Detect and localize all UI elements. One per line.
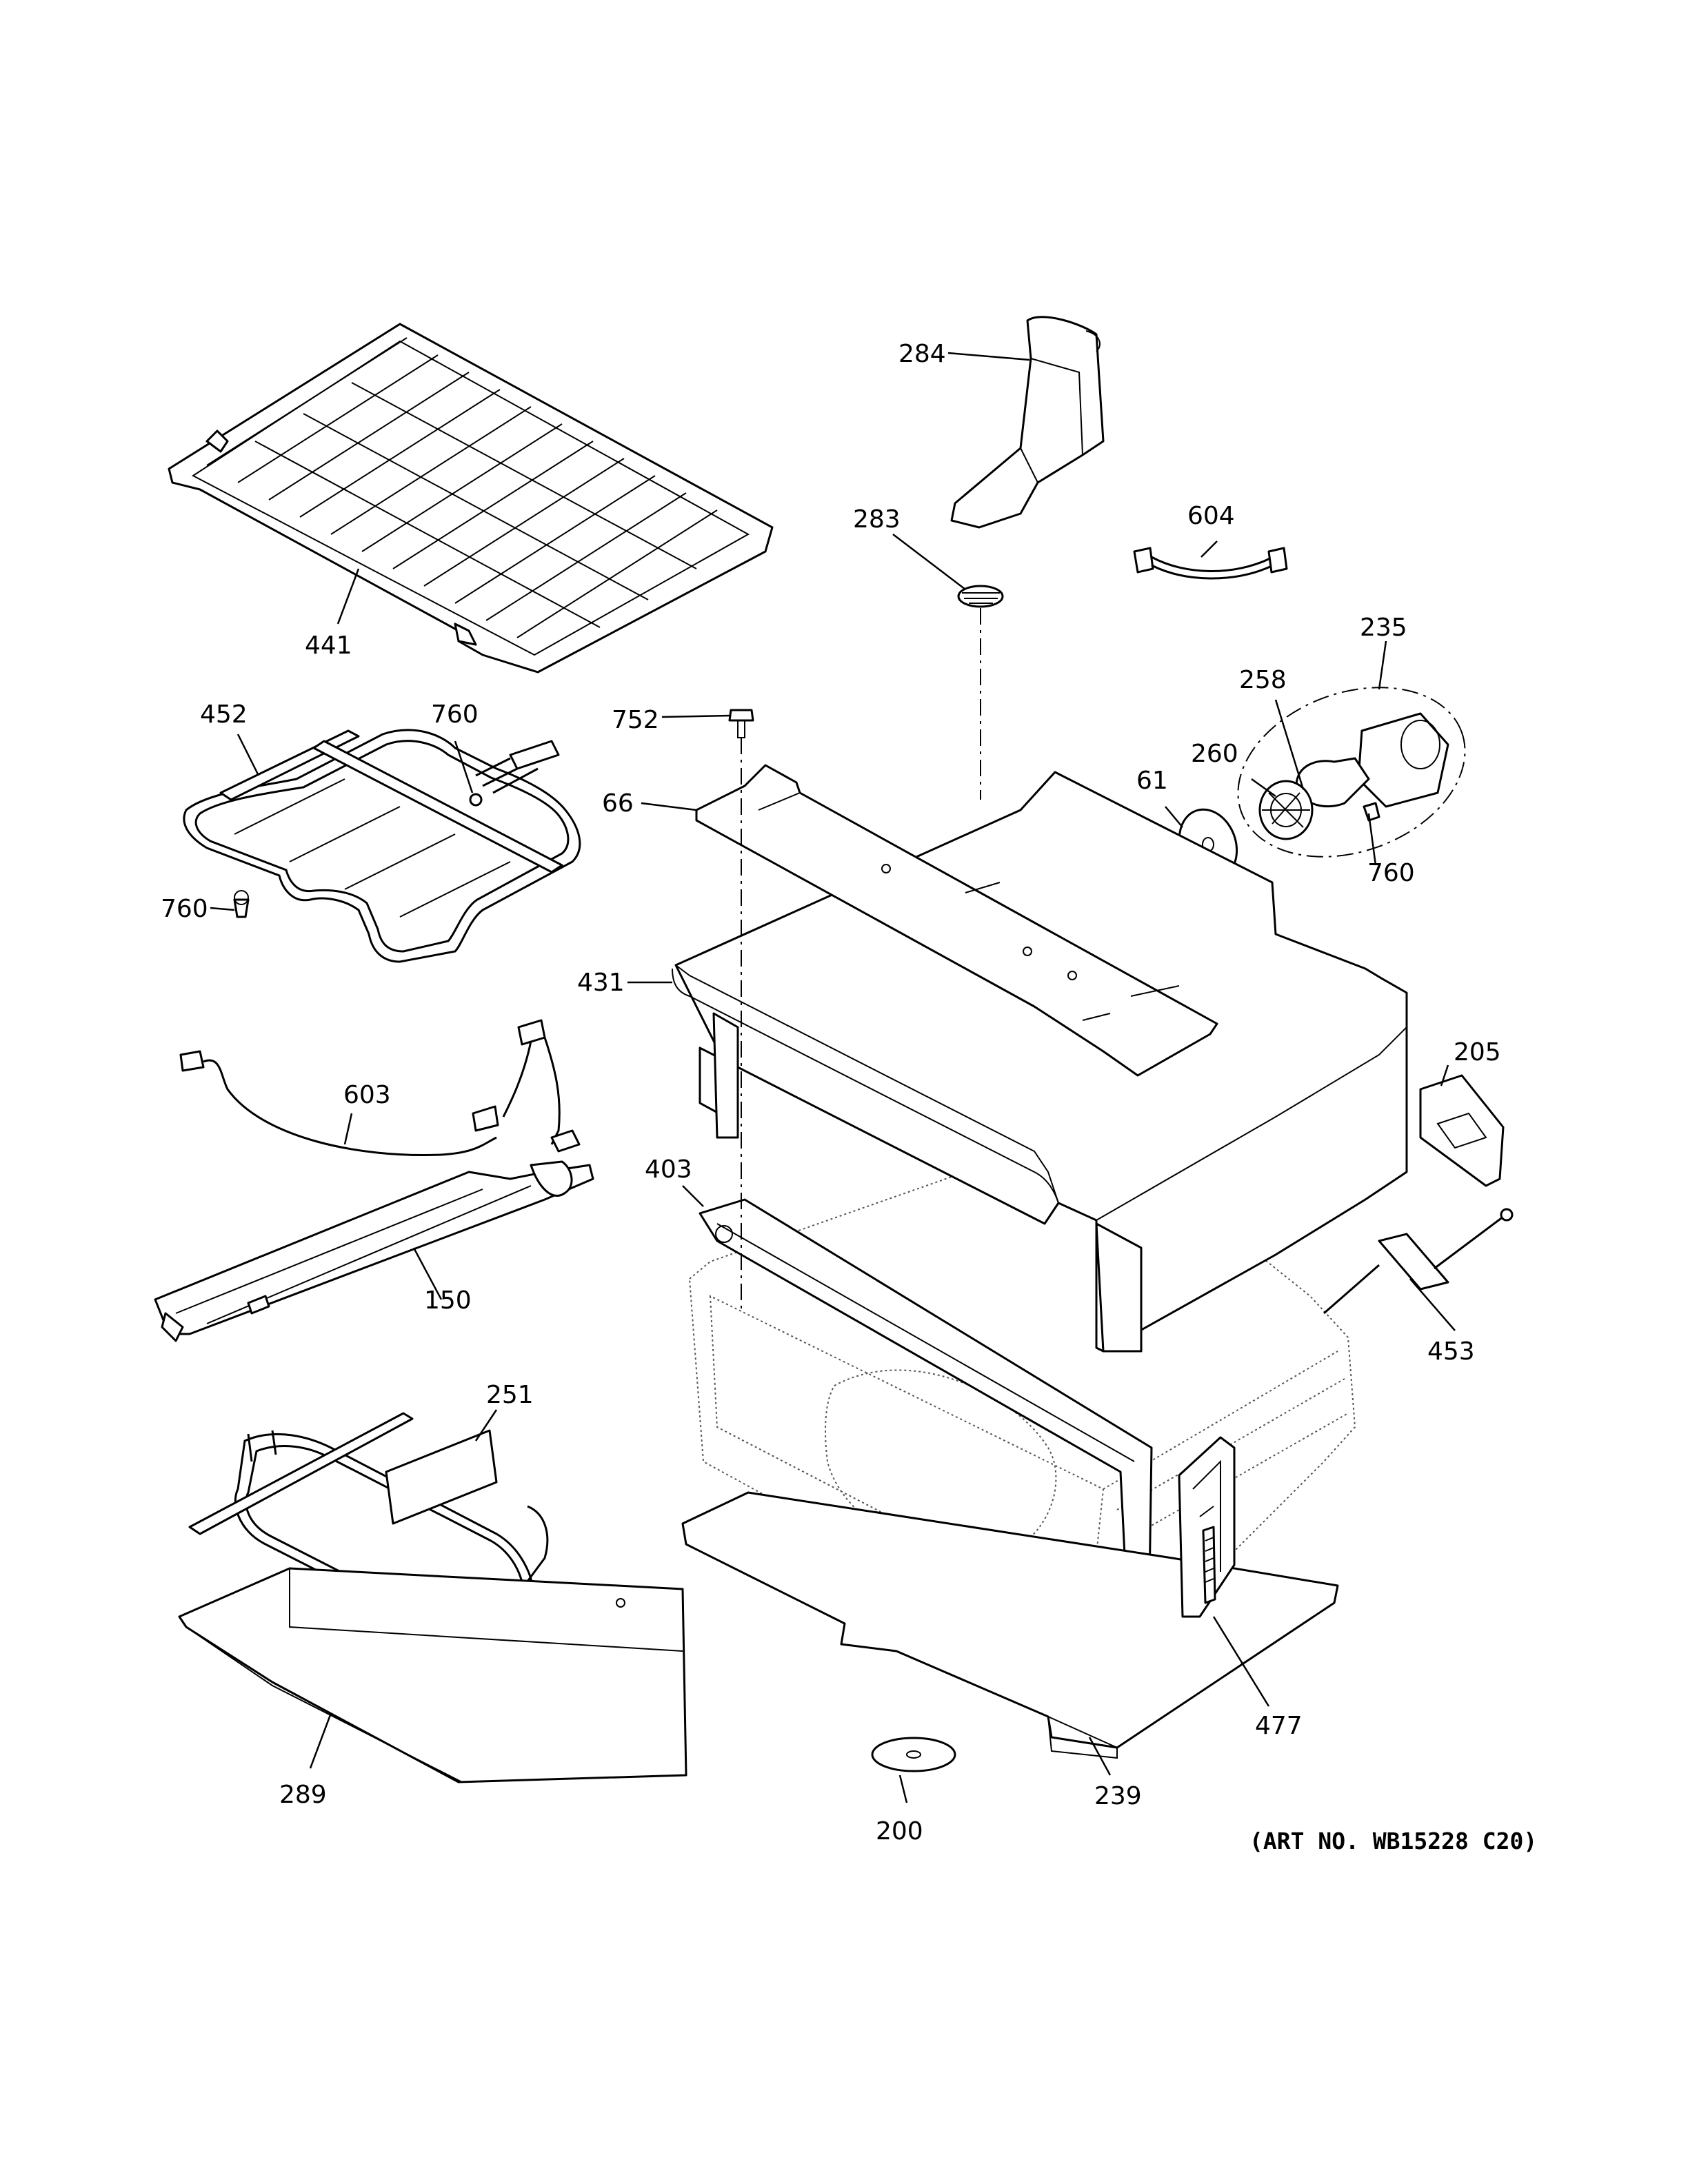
- callout-603: 603: [343, 1081, 391, 1109]
- callout-235: 235: [1360, 614, 1407, 642]
- callout-752: 752: [612, 706, 659, 734]
- callout-284: 284: [898, 340, 946, 368]
- callout-289: 289: [279, 1781, 327, 1809]
- oven-light-assembly-235: [1178, 687, 1466, 881]
- light-sensor-453: [1323, 1208, 1514, 1315]
- callout-61: 61: [1136, 767, 1168, 795]
- wire-harness-603: [179, 1019, 581, 1156]
- jumper-wire-604: [1133, 547, 1288, 580]
- leader-lines: [210, 352, 1456, 1803]
- vent-screen-283: [957, 585, 1004, 608]
- callout-760-broil: 760: [431, 700, 479, 729]
- terminal-screws-760: [233, 740, 560, 918]
- mounting-bracket-66: [695, 764, 1218, 1077]
- bake-element-cover-289: [178, 1429, 687, 1783]
- hinge-receptacle-205: [1419, 1074, 1505, 1187]
- callout-283: 283: [853, 505, 901, 534]
- callout-251: 251: [486, 1381, 534, 1409]
- callout-604: 604: [1187, 502, 1235, 530]
- oven-rack-441: [168, 323, 774, 674]
- vent-duct-284: [950, 316, 1105, 529]
- callout-477: 477: [1255, 1712, 1303, 1740]
- callout-441: 441: [305, 631, 352, 660]
- door-hinge-477: [1178, 1436, 1236, 1618]
- callout-403: 403: [645, 1155, 692, 1184]
- cover-plate-200: [871, 1737, 956, 1772]
- temperature-sensor-150: [154, 1160, 594, 1342]
- callout-260: 260: [1191, 740, 1238, 768]
- callout-66: 66: [602, 789, 634, 818]
- art-number: (ART NO. WB15228 C20): [1249, 1828, 1537, 1854]
- insulation-base-239: [681, 1491, 1339, 1759]
- broil-element-452: [183, 729, 581, 963]
- callout-labels: 284 283 604 235 258 260 61 760 441 452 7…: [161, 340, 1501, 1846]
- screw-752: [728, 709, 754, 738]
- callout-239: 239: [1094, 1782, 1142, 1810]
- callout-453: 453: [1427, 1337, 1475, 1366]
- callout-760-left: 760: [161, 895, 208, 923]
- callout-200: 200: [876, 1817, 923, 1846]
- top-insulation-431: [672, 771, 1408, 1353]
- callout-150: 150: [424, 1286, 472, 1315]
- callout-760-light: 760: [1367, 859, 1415, 887]
- callout-258: 258: [1239, 666, 1287, 694]
- callout-452: 452: [200, 700, 248, 729]
- callout-205: 205: [1454, 1038, 1501, 1066]
- callout-431: 431: [577, 969, 625, 997]
